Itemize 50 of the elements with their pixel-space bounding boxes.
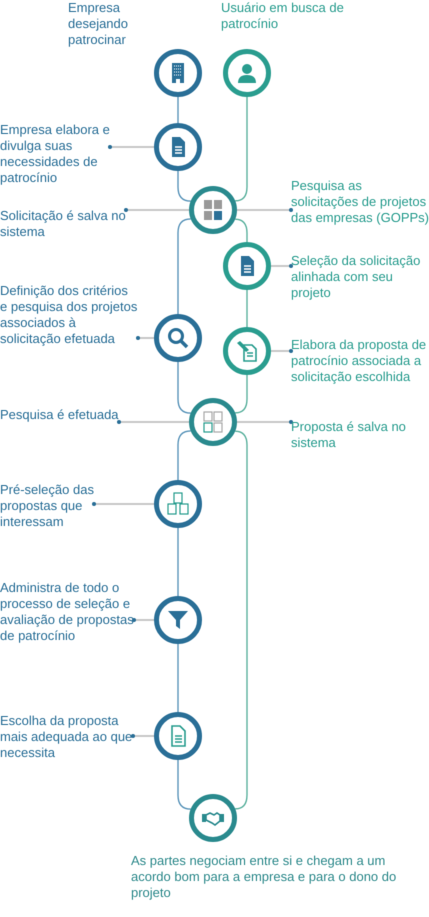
step-text: Administra de todo o processo de seleção e avaliação de propostas de patrocínio [0, 580, 138, 644]
step-circle [154, 596, 202, 644]
leader-line [131, 734, 154, 738]
leader-line [124, 208, 189, 212]
leader-line [132, 618, 154, 622]
leader-line [237, 420, 293, 424]
step-circle [223, 49, 271, 97]
step-circle [154, 480, 202, 528]
step-circle [154, 314, 202, 362]
step-circle [154, 712, 202, 760]
connector-line [235, 97, 248, 202]
connector-line [235, 218, 248, 242]
step-circle [189, 186, 237, 234]
step-circle [189, 794, 237, 842]
step-circle [154, 49, 202, 97]
lane-heading: Empresa desejando patrocinar [68, 0, 129, 48]
leader-line [136, 336, 154, 340]
connector-line [177, 218, 191, 314]
connector-line [246, 290, 248, 327]
step-text: Pré-seleção das propostas que interessam [0, 482, 138, 530]
step-text: Empresa elabora e divulga suas necessidades de patrocínio [0, 122, 138, 186]
leader-line [237, 208, 293, 212]
connector-line [177, 97, 179, 123]
leader-line [108, 145, 154, 149]
step-circle [223, 242, 271, 290]
step-text: Seleção da solicitação alinhada com seu projeto [291, 253, 429, 301]
step-text: Pesquisa as solicitações de projetos das empresas (GOPPs) [291, 178, 429, 226]
leader-line [117, 420, 189, 424]
step-circle [154, 123, 202, 171]
leader-line [271, 264, 293, 268]
leader-line [92, 502, 154, 506]
connector-line [235, 375, 248, 414]
step-text: Elabora da proposta de patrocínio associada a solicitação escolhida [291, 337, 429, 385]
step-text: Definição dos critérios e pesquisa dos projetos associados à solicitação efetuada [0, 283, 138, 347]
step-circle [189, 398, 237, 446]
step-text: Solicitação é salva no sistema [0, 208, 138, 240]
step-text: Proposta é salva no sistema [291, 419, 429, 451]
lane-heading: Usuário em busca de patrocínio [221, 0, 345, 32]
step-text: Escolha da proposta mais adequada ao que necessita [0, 713, 138, 761]
connector-line [177, 171, 191, 202]
leader-line [271, 349, 293, 353]
connector-line [177, 644, 179, 712]
connector-line [235, 430, 248, 810]
connector-line [177, 362, 191, 414]
connector-line [177, 430, 191, 480]
step-circle [223, 327, 271, 375]
connector-line [177, 760, 191, 810]
connector-line [177, 528, 179, 596]
step-text: Pesquisa é efetuada [0, 407, 138, 423]
outcome-text: As partes negociam entre si e chegam a um acordo bom para a empresa e para o dono do projeto [131, 853, 398, 901]
